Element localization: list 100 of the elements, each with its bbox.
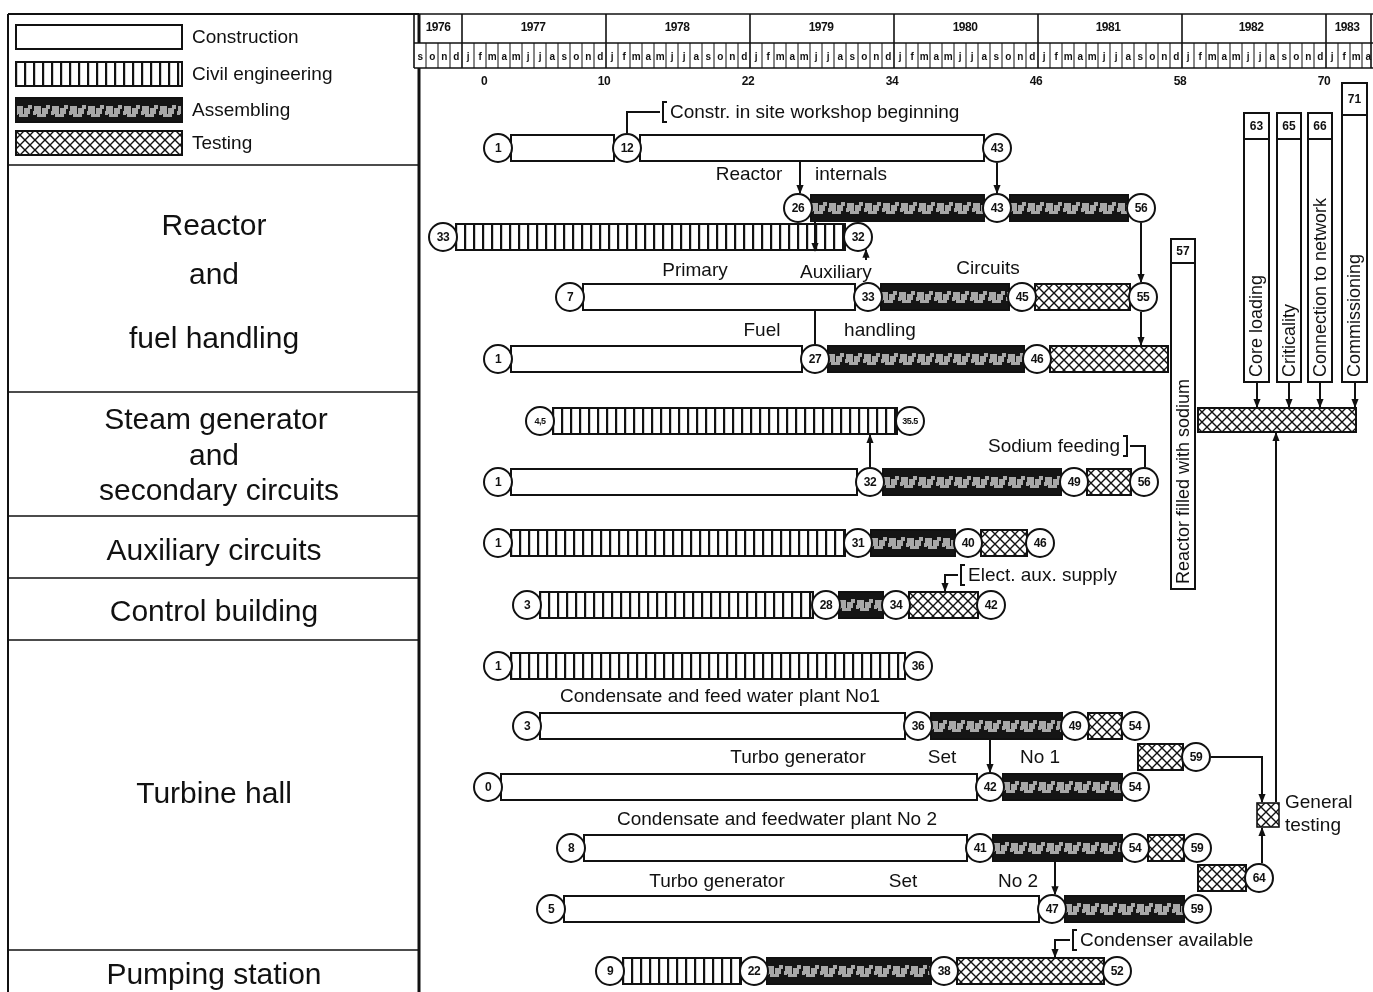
- month-number: 70: [1317, 75, 1331, 89]
- activity-bar: [870, 529, 956, 557]
- month-label: f: [1198, 50, 1202, 62]
- month-label: a: [1221, 50, 1227, 62]
- month-label: j: [538, 50, 542, 62]
- month-label: d: [1029, 50, 1035, 62]
- month-label: a: [645, 50, 651, 62]
- month-number: 10: [597, 75, 611, 89]
- activity-label: Set: [888, 870, 918, 892]
- activity-bar: [510, 529, 846, 557]
- year-label: 1982: [1238, 21, 1264, 35]
- milestone-circle: 55: [1128, 282, 1158, 312]
- milestone-circle: 1: [483, 133, 513, 163]
- month-label: j: [958, 50, 962, 62]
- milestone-circle: 35.5: [895, 406, 925, 436]
- milestone-circle: 38: [929, 956, 959, 986]
- year-label: 1979: [808, 21, 834, 35]
- legend-label: Assembling: [192, 98, 291, 122]
- month-label: d: [597, 50, 603, 62]
- activity-bar: [1049, 345, 1169, 373]
- leader-line: [626, 111, 661, 134]
- month-label: j: [814, 50, 818, 62]
- connector-line: [814, 310, 816, 345]
- month-label: o: [717, 50, 723, 62]
- month-label: n: [1161, 50, 1167, 62]
- milestone-circle: 4,5: [525, 406, 555, 436]
- milestone-label: Commissioning: [1343, 253, 1365, 377]
- activity-bar: [510, 134, 615, 162]
- milestone-circle: 40: [953, 528, 983, 558]
- milestone-circle: 3: [512, 711, 542, 741]
- milestone-circle: 49: [1059, 467, 1089, 497]
- row-heading: Steam generator: [104, 401, 328, 435]
- milestone-circle: 54: [1120, 772, 1150, 802]
- month-label: m: [1207, 50, 1217, 62]
- milestone-circle: 33: [853, 282, 883, 312]
- milestone-circle: 45: [1007, 282, 1037, 312]
- milestone-label: Reactor filled with sodium: [1172, 378, 1194, 584]
- row-heading: Reactor: [161, 207, 267, 241]
- activity-label: No 2: [997, 870, 1039, 892]
- month-label: j: [1186, 50, 1190, 62]
- row-heading: secondary circuits: [98, 472, 340, 506]
- milestone-circle: 31: [843, 528, 873, 558]
- milestone-circle: 33: [428, 222, 458, 252]
- arrow: [866, 434, 874, 468]
- activity-bar: [582, 283, 856, 311]
- milestone-circle: 36: [903, 711, 933, 741]
- milestone-label: Criticality: [1278, 304, 1300, 377]
- month-label: a: [693, 50, 699, 62]
- month-label: o: [1005, 50, 1011, 62]
- milestone-circle: 12: [612, 133, 642, 163]
- month-label: o: [1293, 50, 1299, 62]
- activity-bar: [510, 468, 858, 496]
- activity-bar: [810, 194, 985, 222]
- activity-label: Condensate and feed water plant No1: [559, 685, 881, 707]
- milestone-circle: 0: [473, 772, 503, 802]
- month-label: a: [549, 50, 555, 62]
- activity-label: Fuel: [743, 319, 781, 341]
- month-label: a: [981, 50, 987, 62]
- annotation-text: Constr. in site workshop beginning: [660, 100, 960, 124]
- activity-bar: [1002, 773, 1123, 801]
- activity-bar: [622, 957, 742, 985]
- month-label: m: [1231, 50, 1241, 62]
- arrow: [1137, 222, 1145, 284]
- month-label: o: [1149, 50, 1155, 62]
- note-text: General testing: [1285, 790, 1354, 836]
- activity-bar: [1087, 712, 1123, 740]
- month-label: j: [898, 50, 902, 62]
- milestone-circle: 9: [595, 956, 625, 986]
- activity-bar: [992, 834, 1123, 862]
- milestone-circle: 1: [483, 344, 513, 374]
- month-label: f: [766, 50, 770, 62]
- milestone-circle: 3: [512, 590, 542, 620]
- milestone-circle: 42: [975, 772, 1005, 802]
- activity-label: Turbo generator: [730, 746, 866, 768]
- year-label: 1977: [520, 21, 546, 35]
- month-label: s: [705, 50, 711, 62]
- milestone-circle: 59: [1182, 894, 1212, 924]
- month-label: a: [501, 50, 507, 62]
- annotation-text: Condenser available: [1070, 928, 1254, 952]
- activity-bar: [1197, 407, 1357, 433]
- milestone-box: [1307, 112, 1333, 383]
- month-label: s: [849, 50, 855, 62]
- activity-label: No 1: [1019, 746, 1061, 768]
- activity-label: Turbo generator: [649, 870, 785, 892]
- activity-bar: [882, 468, 1062, 496]
- activity-bar: [455, 223, 846, 251]
- annotation-text: Elect. aux. supply: [958, 563, 1117, 587]
- legend-label: Construction: [192, 25, 299, 49]
- milestone-circle: 43: [982, 193, 1012, 223]
- month-label: f: [478, 50, 482, 62]
- month-label: j: [610, 50, 614, 62]
- milestone-circle: 54: [1120, 833, 1150, 863]
- month-label: j: [670, 50, 674, 62]
- milestone-circle: 47: [1037, 894, 1067, 924]
- row-heading: Control building: [109, 593, 319, 627]
- leader-line: [941, 574, 959, 592]
- month-label: d: [453, 50, 459, 62]
- row-heading: fuel handling: [128, 320, 300, 354]
- row-heading: and: [188, 437, 240, 471]
- milestone-circle: 32: [843, 222, 873, 252]
